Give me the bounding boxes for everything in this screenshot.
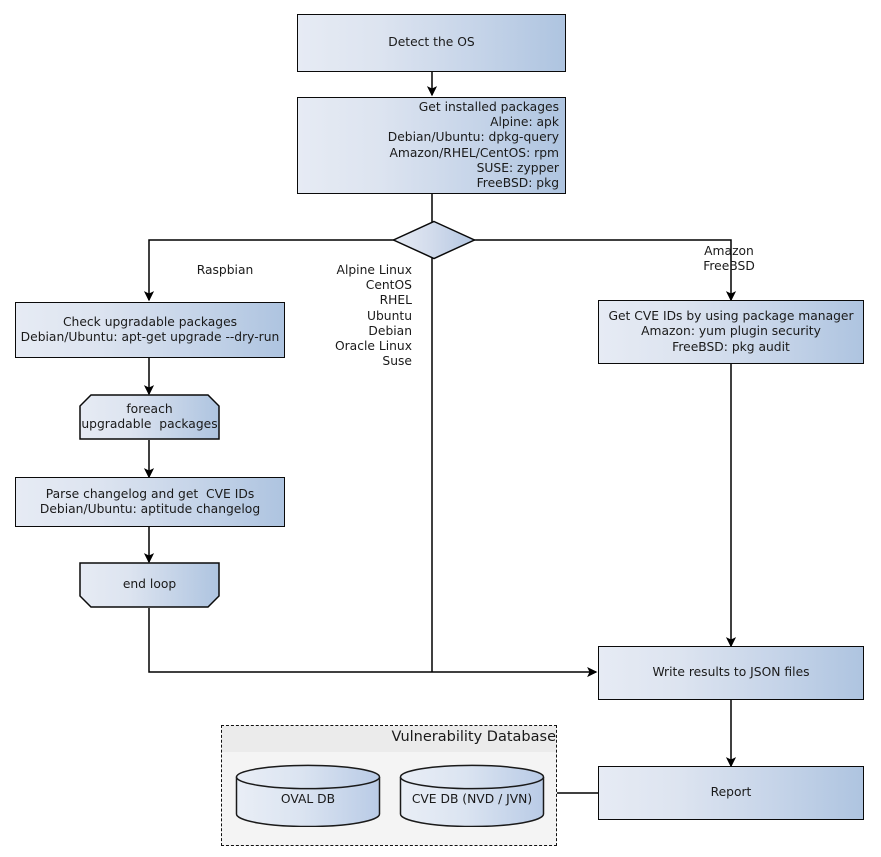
node-detect-os[interactable]: Detect the OS — [297, 14, 566, 72]
vulnerability-database-title: Vulnerability Database — [391, 729, 556, 745]
edge-endloop-to-write — [148, 608, 598, 678]
node-get-cve-ids[interactable]: Get CVE IDs by using package manager Ama… — [598, 300, 864, 364]
node-end-loop[interactable]: end loop — [79, 562, 220, 608]
edge-label-middle-distros: Alpine Linux CentOS RHEL Ubuntu Debian O… — [334, 263, 412, 369]
vulnerability-database-title-band — [222, 726, 556, 752]
database-cylinder-cve-label: CVE DB (NVD / JVN) — [411, 792, 533, 806]
node-write-results-label: Write results to JSON files — [652, 665, 810, 680]
node-check-upgradable-packages[interactable]: Check upgradable packages Debian/Ubuntu:… — [15, 302, 285, 358]
node-write-results[interactable]: Write results to JSON files — [598, 646, 864, 700]
node-get-cve-ids-label: Get CVE IDs by using package manager Ama… — [608, 309, 854, 354]
vulnerability-database-container: Vulnerability Database OVAL DB — [221, 725, 557, 846]
node-foreach-loop-label: foreach upgradable packages — [81, 401, 218, 431]
node-get-installed-packages[interactable]: Get installed packages Alpine: apk Debia… — [297, 97, 566, 194]
node-parse-changelog-label: Parse changelog and get CVE IDs Debian/U… — [39, 486, 261, 516]
database-cylinder-oval-label: OVAL DB — [280, 792, 336, 806]
edge-label-raspbian: Raspbian — [196, 263, 254, 277]
database-cylinder-oval[interactable]: OVAL DB — [235, 764, 381, 828]
os-decision-diamond[interactable] — [391, 220, 477, 260]
node-check-upgradable-packages-label: Check upgradable packages Debian/Ubuntu:… — [20, 314, 280, 344]
database-cylinder-cve[interactable]: CVE DB (NVD / JVN) — [399, 764, 545, 828]
node-detect-os-label: Detect the OS — [388, 35, 475, 50]
node-parse-changelog[interactable]: Parse changelog and get CVE IDs Debian/U… — [15, 477, 285, 527]
edge-label-amazon-freebsd: Amazon FreeBSD — [703, 244, 755, 274]
node-report-label: Report — [710, 785, 752, 800]
node-foreach-loop[interactable]: foreach upgradable packages — [79, 394, 220, 440]
node-end-loop-label: end loop — [122, 577, 177, 592]
node-get-installed-packages-label: Get installed packages Alpine: apk Debia… — [387, 99, 559, 190]
node-report[interactable]: Report — [598, 766, 864, 820]
